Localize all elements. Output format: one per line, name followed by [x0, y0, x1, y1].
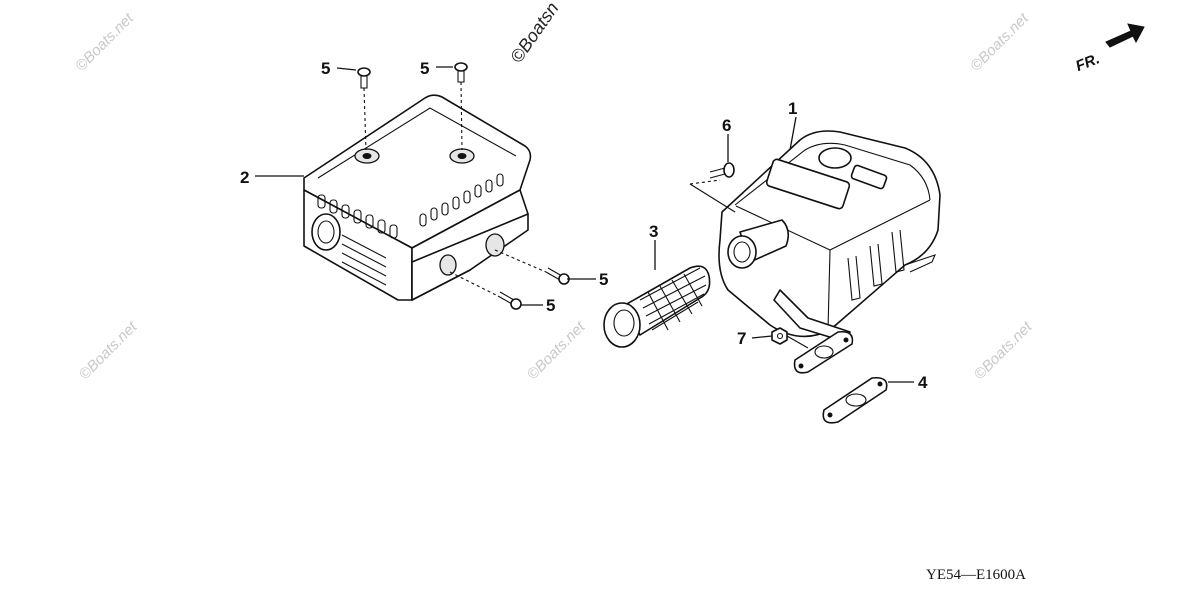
muffler-protector-drawing	[303, 94, 532, 301]
callout-muffler: 1	[788, 99, 797, 118]
callout-screw-top-right: 5	[420, 59, 429, 78]
callout-muffler-protector: 2	[240, 168, 249, 187]
fr-arrow-icon	[1105, 23, 1145, 48]
screw-icon	[545, 267, 570, 285]
callout-labels: 1 2 3 4 5 5 5 5 6 7	[240, 59, 928, 392]
callout-screw-top-left: 5	[321, 59, 330, 78]
bolt-icon	[689, 162, 736, 213]
diagram-code: YE54—E1600A	[926, 567, 1026, 583]
watermark-mid-right: ©Boats.net	[971, 318, 1036, 383]
watermark-top-center: ©Boatsn	[506, 0, 562, 67]
leader-lines	[255, 66, 914, 383]
callout-gasket: 4	[918, 373, 928, 392]
fr-label: FR.	[1073, 50, 1102, 75]
callout-screw-lower: 5	[546, 296, 555, 315]
gasket-drawing	[793, 330, 888, 424]
screw-icon	[497, 291, 522, 310]
watermark-mid-center: ©Boats.net	[524, 318, 589, 383]
nut-icon	[771, 327, 809, 349]
watermark-mid-left: ©Boats.net	[76, 318, 141, 383]
screw-icon	[357, 67, 371, 89]
muffler-drawing	[718, 130, 941, 343]
screw-icon	[454, 62, 468, 83]
callout-spark-arrester: 3	[649, 222, 658, 241]
callout-screw-right: 5	[599, 270, 608, 289]
watermark-top-right: ©Boats.net	[967, 9, 1032, 74]
spark-arrester-drawing	[603, 265, 711, 348]
watermark-top-left: ©Boats.net	[72, 9, 137, 74]
screw-drawings	[357, 62, 570, 310]
callout-nut: 7	[737, 329, 746, 348]
callout-bolt: 6	[722, 116, 731, 135]
front-direction-indicator: FR.	[1073, 23, 1145, 75]
